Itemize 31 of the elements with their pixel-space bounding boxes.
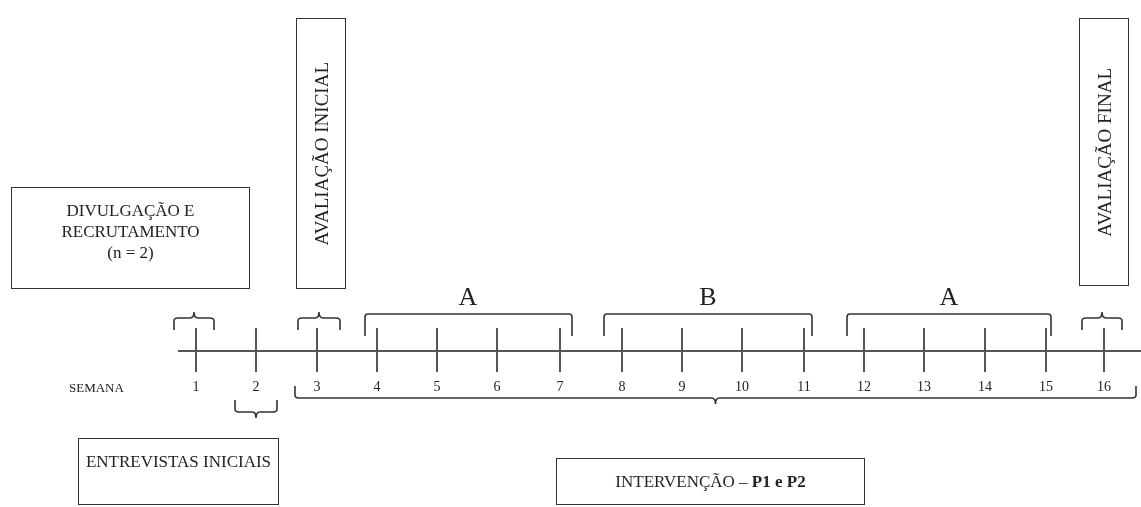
axis-title: SEMANA (69, 380, 124, 396)
week-number: 5 (433, 379, 441, 395)
phase-letter: A (939, 282, 959, 312)
week-number: 10 (735, 379, 749, 395)
box-label: ENTREVISTAS INICIAIS (84, 451, 273, 472)
week-number: 12 (857, 379, 871, 395)
week-number: 15 (1039, 379, 1053, 395)
box-label: INTERVENÇÃO – P1 e P2 (614, 471, 807, 492)
week-number: 16 (1097, 379, 1111, 395)
week-number: 14 (978, 379, 992, 395)
phase-box (78, 438, 279, 505)
week-number: 6 (493, 379, 501, 395)
week-number: 2 (252, 379, 260, 395)
phase-box (296, 18, 346, 289)
box-label: (n = 2) (106, 242, 155, 263)
box-label: AVALIAÇÃO FINAL (1093, 67, 1115, 237)
box-label: AVALIAÇÃO INICIAL (310, 61, 332, 246)
phase-letter: A (458, 282, 478, 312)
week-number: 8 (618, 379, 626, 395)
phase-box (11, 187, 250, 289)
box-label: DIVULGAÇÃO E RECRUTAMENTO (60, 200, 201, 242)
week-number: 4 (373, 379, 381, 395)
week-number: 11 (797, 379, 811, 395)
week-number: 3 (313, 379, 321, 395)
phase-letter: B (699, 282, 717, 312)
week-number: 1 (192, 379, 200, 395)
week-number: 13 (917, 379, 931, 395)
week-number: 9 (678, 379, 686, 395)
phase-box (1079, 18, 1129, 286)
week-number: 7 (556, 379, 564, 395)
phase-box (556, 458, 865, 505)
